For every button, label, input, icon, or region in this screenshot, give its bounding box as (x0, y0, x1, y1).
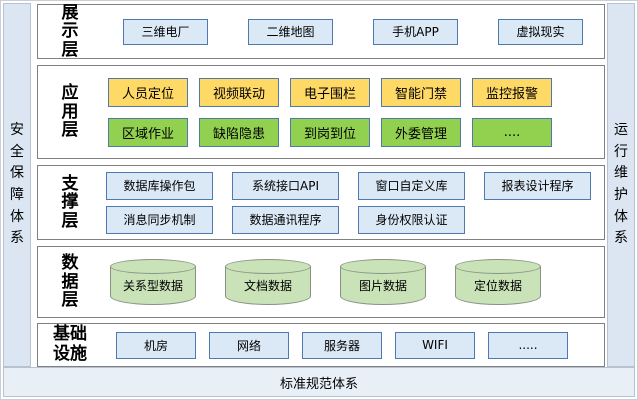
security-assurance-bar: 安全保障体系 (3, 3, 31, 367)
module-box-on-duty: 到岗到位 (290, 117, 370, 147)
module-box-area-work: 区域作业 (108, 117, 188, 147)
module-box-smart-access: 智能门禁 (381, 77, 461, 107)
security-assurance-label: 安全保障体系 (10, 121, 24, 247)
module-box-report-designer: 报表设计程序 (484, 171, 591, 200)
layer-support: 支撑层 数据库操作包 系统接口API 窗口自定义库 报表设计程序 消息同步机制 … (37, 165, 605, 240)
support-row-1: 数据库操作包 系统接口API 窗口自定义库 报表设计程序 (102, 171, 604, 200)
presentation-row: 三维电厂 二维地图 手机APP 虚拟现实 (102, 18, 604, 45)
layer-infrastructure-rows: 机房 网络 服务器 WIFI ..... (102, 324, 604, 366)
module-box-electronic-fence: 电子围栏 (290, 77, 370, 107)
layer-infrastructure: 基础设施 机房 网络 服务器 WIFI ..... (37, 323, 605, 367)
support-row-2: 消息同步机制 数据通讯程序 身份权限认证 (102, 205, 604, 234)
layer-data-label: 数据层 (61, 253, 79, 311)
layer-application-label-wrap: 应用层 (38, 66, 102, 158)
cylinder-label: 关系型数据 (122, 279, 183, 293)
standards-bar: 标准规范体系 (3, 367, 635, 397)
database-cylinder-image: 图片数据 (340, 259, 426, 305)
standards-label: 标准规范体系 (279, 376, 358, 392)
application-row-1: 人员定位 视频联动 电子围栏 智能门禁 监控报警 (102, 77, 604, 107)
layer-presentation-label-wrap: 展示层 (38, 2, 102, 60)
layer-presentation-rows: 三维电厂 二维地图 手机APP 虚拟现实 (102, 5, 604, 58)
layer-support-rows: 数据库操作包 系统接口API 窗口自定义库 报表设计程序 消息同步机制 数据通讯… (102, 166, 604, 239)
layer-data-rows: 关系型数据 文档数据 图片数据 定位数据 (102, 247, 604, 317)
cylinder-label: 图片数据 (358, 279, 407, 293)
module-box-data-comm: 数据通讯程序 (232, 205, 339, 234)
module-box-defect-hazard: 缺陷隐患 (199, 117, 279, 147)
module-box-identity-auth: 身份权限认证 (358, 205, 465, 234)
operation-maintenance-label: 运行维护体系 (614, 121, 628, 247)
data-row: 关系型数据 文档数据 图片数据 定位数据 (102, 259, 604, 305)
layer-application-rows: 人员定位 视频联动 电子围栏 智能门禁 监控报警 区域作业 缺陷隐患 到岗到位 … (102, 66, 604, 158)
module-box-db-operation-pkg: 数据库操作包 (106, 171, 213, 200)
layer-application-label: 应用层 (61, 83, 79, 141)
module-box-more: ..... (488, 331, 568, 359)
operation-maintenance-bar: 运行维护体系 (607, 3, 635, 367)
cylinder-label: 文档数据 (243, 279, 292, 293)
module-box-3d-plant: 三维电厂 (123, 18, 208, 45)
module-box-server-room: 机房 (116, 331, 196, 359)
database-cylinder-positioning: 定位数据 (455, 259, 541, 305)
module-box-system-api: 系统接口API (232, 171, 339, 200)
database-cylinder-relational: 关系型数据 (110, 259, 196, 305)
layer-infrastructure-label: 基础设施 (53, 324, 87, 364)
module-box-message-sync: 消息同步机制 (106, 205, 213, 234)
module-box-monitoring-alarm: 监控报警 (472, 77, 552, 107)
module-box-virtual-reality: 虚拟现实 (498, 18, 583, 45)
module-box-custom-window-lib: 窗口自定义库 (358, 171, 465, 200)
cylinder-top (340, 259, 426, 274)
module-box-2d-map: 二维地图 (248, 18, 333, 45)
cylinder-label: 定位数据 (473, 279, 522, 293)
layer-infrastructure-label-wrap: 基础设施 (38, 324, 102, 366)
database-cylinder-document: 文档数据 (225, 259, 311, 305)
module-box-mobile-app: 手机APP (373, 18, 458, 45)
cylinder-top (455, 259, 541, 274)
layer-support-label-wrap: 支撑层 (38, 166, 102, 239)
module-box-wifi: WIFI (395, 331, 475, 359)
module-box-personnel-positioning: 人员定位 (108, 77, 188, 107)
module-box-outsourcing-mgmt: 外委管理 (381, 117, 461, 147)
cylinder-top (110, 259, 196, 274)
layer-data: 数据层 关系型数据 文档数据 (37, 246, 605, 318)
layer-application: 应用层 人员定位 视频联动 电子围栏 智能门禁 监控报警 区域作业 缺陷隐患 到… (37, 65, 605, 159)
layer-presentation: 展示层 三维电厂 二维地图 手机APP 虚拟现实 (37, 4, 605, 59)
infrastructure-row: 机房 网络 服务器 WIFI ..... (102, 331, 604, 359)
layer-presentation-label: 展示层 (61, 2, 79, 60)
layers-column: 展示层 三维电厂 二维地图 手机APP 虚拟现实 应用层 人员定位 视频联动 (37, 1, 605, 369)
module-box-server: 服务器 (302, 331, 382, 359)
module-box-video-linkage: 视频联动 (199, 77, 279, 107)
module-box-network: 网络 (209, 331, 289, 359)
cylinder-top (225, 259, 311, 274)
layer-support-label: 支撑层 (61, 173, 79, 231)
layer-data-label-wrap: 数据层 (38, 247, 102, 317)
application-row-2: 区域作业 缺陷隐患 到岗到位 外委管理 .... (102, 117, 604, 147)
module-box-more: .... (472, 117, 552, 147)
